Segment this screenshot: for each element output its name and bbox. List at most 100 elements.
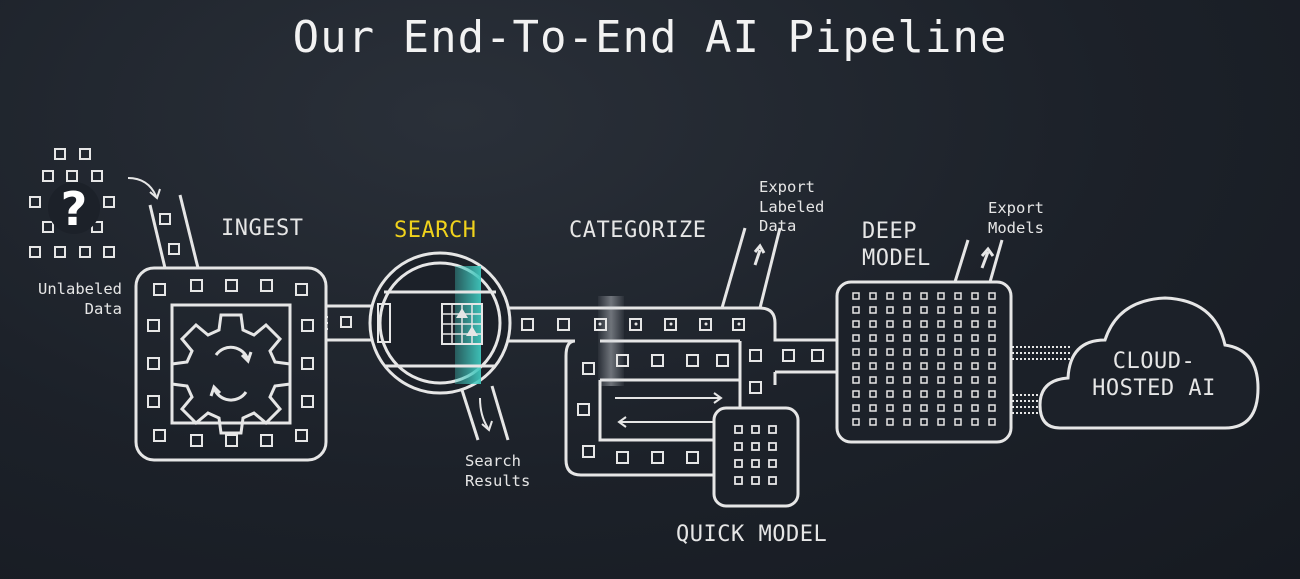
deep-model-cell — [971, 320, 979, 328]
deep-model-cell — [937, 306, 945, 314]
quick-model-label: QUICK MODEL — [676, 522, 828, 547]
deep-model-cell — [988, 320, 996, 328]
deep-model-cell — [937, 320, 945, 328]
deep-model-cell — [903, 306, 911, 314]
deep-model-cell — [869, 418, 877, 426]
deep-model-cell — [886, 404, 894, 412]
search-label: SEARCH — [394, 218, 477, 243]
deep-model-cell — [869, 348, 877, 356]
deep-model-cell — [937, 390, 945, 398]
deep-model-cell — [954, 292, 962, 300]
deep-model-label: DEEP MODEL — [862, 219, 931, 271]
deep-model-cell — [920, 390, 928, 398]
deep-model-cell — [920, 320, 928, 328]
arrow-icon — [127, 177, 157, 197]
deep-model-cell — [954, 320, 962, 328]
unlabeled-data-cluster — [29, 148, 115, 258]
deep-model-cell — [954, 404, 962, 412]
deep-model-cell — [852, 404, 860, 412]
deep-model-cell — [954, 418, 962, 426]
deep-model-grid — [852, 292, 996, 426]
deep-model-cell — [954, 348, 962, 356]
export-labeled-data-label: Export Labeled Data — [759, 178, 825, 235]
deep-model-cell — [903, 418, 911, 426]
deep-model-cell — [988, 334, 996, 342]
deep-model-cell — [852, 376, 860, 384]
deep-model-cell — [903, 376, 911, 384]
belt-ingest-search — [326, 304, 376, 342]
deep-model-cell — [903, 348, 911, 356]
deep-model-cell — [886, 292, 894, 300]
deep-model-cell — [869, 376, 877, 384]
deep-model-cell — [954, 334, 962, 342]
deep-model-cell — [886, 334, 894, 342]
deep-model-cell — [903, 334, 911, 342]
quick-model-block — [712, 406, 800, 508]
deep-model-cell — [937, 334, 945, 342]
deep-model-cell — [869, 404, 877, 412]
deep-model-cell — [903, 404, 911, 412]
deep-model-cell — [920, 404, 928, 412]
deep-model-cell — [886, 362, 894, 370]
deep-model-cell — [886, 376, 894, 384]
categorize-label: CATEGORIZE — [569, 218, 707, 243]
question-icon: ? — [48, 182, 100, 236]
deep-model-cell — [988, 348, 996, 356]
page-title: Our End-To-End AI Pipeline — [292, 12, 1008, 63]
deep-model-cell — [886, 320, 894, 328]
ingest-squares — [147, 279, 314, 447]
deep-model-cell — [954, 390, 962, 398]
deep-model-cell — [937, 376, 945, 384]
deep-model-cell — [988, 362, 996, 370]
deep-model-cell — [852, 348, 860, 356]
deep-model-cell — [869, 362, 877, 370]
deep-model-cell — [852, 390, 860, 398]
deep-model-cell — [971, 362, 979, 370]
deep-model-cell — [988, 404, 996, 412]
deep-model-cell — [852, 362, 860, 370]
deep-model-cell — [886, 418, 894, 426]
deep-model-cell — [954, 362, 962, 370]
deep-model-cell — [852, 418, 860, 426]
deep-model-cell — [988, 418, 996, 426]
deep-model-cell — [852, 334, 860, 342]
deep-model-cell — [920, 376, 928, 384]
deep-model-cell — [954, 376, 962, 384]
deep-model-cell — [988, 306, 996, 314]
data-stream-lines — [1012, 346, 1070, 414]
deep-model-cell — [937, 362, 945, 370]
export-models-label: Export Models — [988, 199, 1044, 237]
deep-model-cell — [937, 348, 945, 356]
deep-model-cell — [920, 418, 928, 426]
deep-model-cell — [903, 362, 911, 370]
deep-model-cell — [886, 306, 894, 314]
deep-model-cell — [971, 348, 979, 356]
deep-model-cell — [971, 418, 979, 426]
deep-model-cell — [971, 376, 979, 384]
deep-model-cell — [852, 320, 860, 328]
deep-model-cell — [852, 292, 860, 300]
deep-model-cell — [971, 334, 979, 342]
deep-model-cell — [869, 390, 877, 398]
cloud-hosted-ai-label: CLOUD- HOSTED AI — [1092, 349, 1216, 401]
deep-model-cell — [988, 376, 996, 384]
ingest-label: INGEST — [221, 216, 304, 241]
deep-model-block — [835, 280, 1013, 444]
deep-model-cell — [971, 292, 979, 300]
question-mark: ? — [61, 182, 88, 236]
deep-model-cell — [903, 390, 911, 398]
search-results-label: Search Results — [465, 452, 531, 490]
deep-model-cell — [886, 348, 894, 356]
deep-model-cell — [988, 390, 996, 398]
deep-model-cell — [920, 334, 928, 342]
deep-model-cell — [920, 306, 928, 314]
deep-model-cell — [920, 348, 928, 356]
deep-model-cell — [937, 292, 945, 300]
deep-model-cell — [920, 292, 928, 300]
deep-model-cell — [920, 362, 928, 370]
deep-model-cell — [869, 292, 877, 300]
deep-model-cell — [852, 306, 860, 314]
deep-model-cell — [971, 306, 979, 314]
